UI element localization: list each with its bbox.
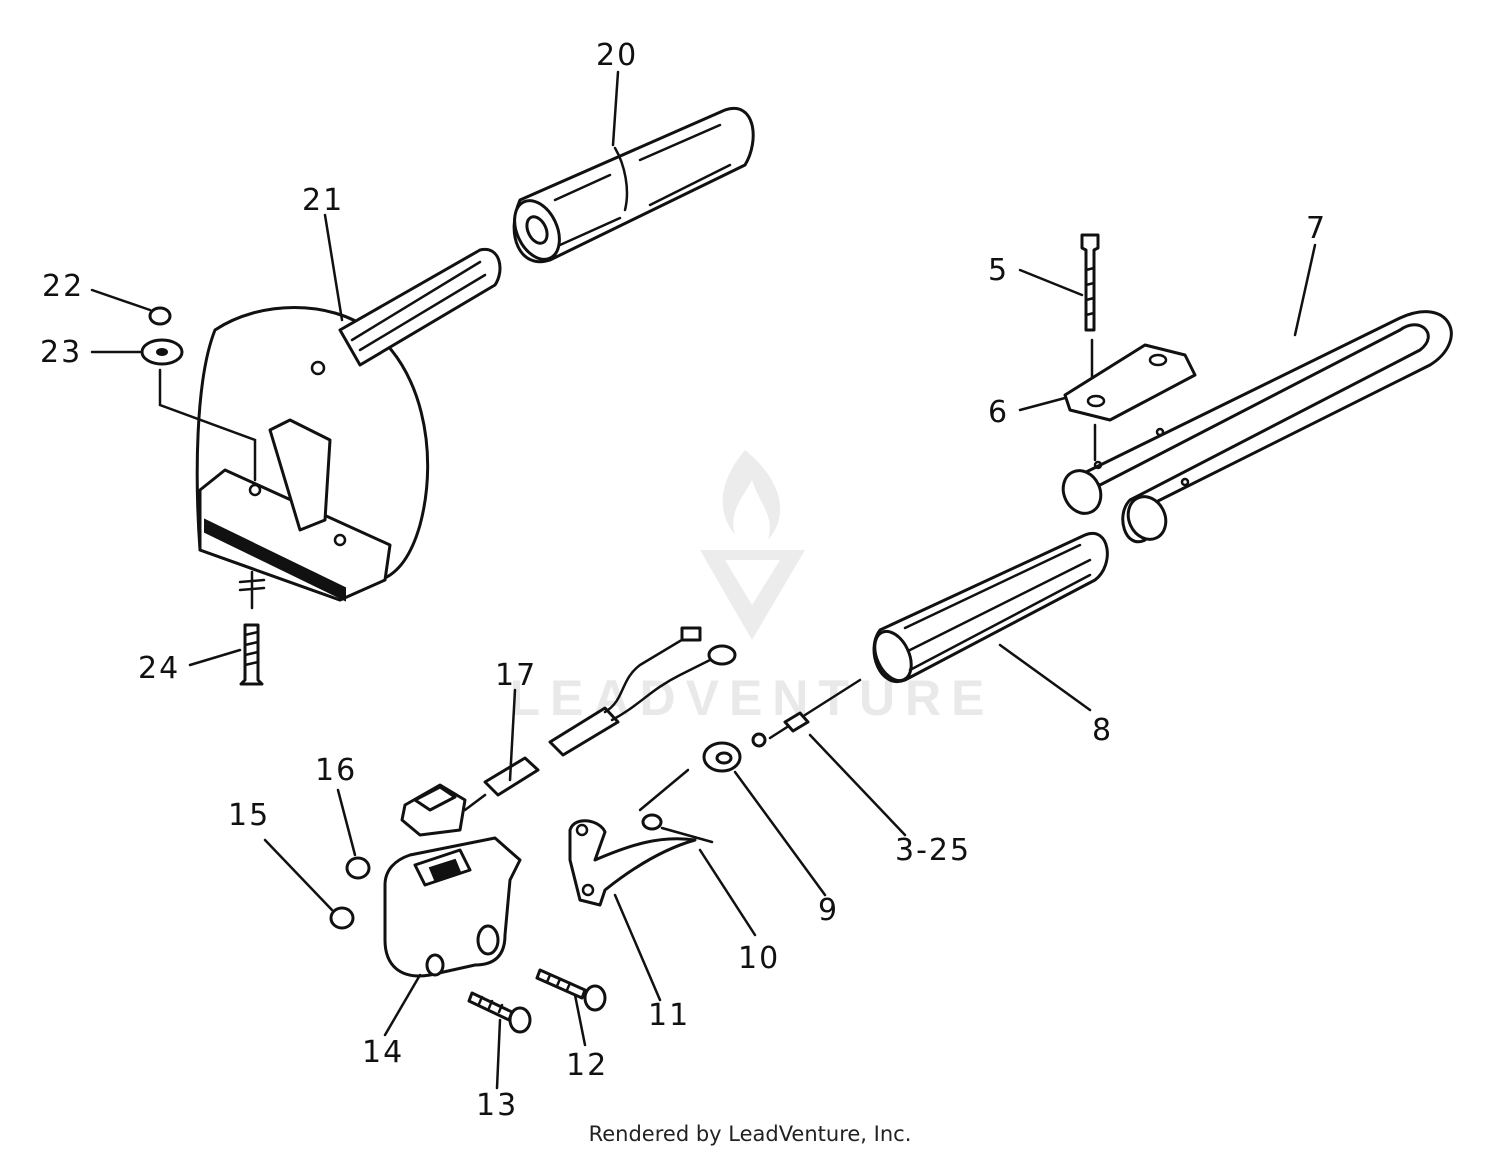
spring-part-10 bbox=[638, 768, 714, 844]
callout-7: 7 bbox=[1306, 211, 1327, 246]
grommet-part-9 bbox=[702, 741, 742, 773]
callout-5: 5 bbox=[988, 253, 1009, 288]
footer-credit: Rendered by LeadVenture, Inc. bbox=[588, 1122, 912, 1146]
callout-16: 16 bbox=[315, 753, 357, 788]
leader-14 bbox=[383, 973, 422, 1037]
foam-grip-part-8 bbox=[872, 531, 1109, 684]
cable-end-part-3-25 bbox=[751, 678, 862, 748]
leader-11 bbox=[613, 893, 662, 1002]
leader-23-ext bbox=[158, 368, 257, 482]
callout-17: 17 bbox=[495, 658, 537, 693]
leader-13 bbox=[495, 1018, 502, 1090]
leader-16 bbox=[336, 788, 357, 857]
callout-12: 12 bbox=[566, 1048, 608, 1083]
clamp-plate-part-6 bbox=[1063, 343, 1197, 422]
callout-8: 8 bbox=[1092, 713, 1113, 748]
callout-9: 9 bbox=[818, 893, 839, 928]
trigger-part-11 bbox=[568, 819, 697, 907]
leader-17 bbox=[508, 688, 517, 782]
leader-3-25 bbox=[808, 733, 907, 837]
switch-wire-part-17 bbox=[400, 626, 737, 837]
callout-22: 22 bbox=[42, 269, 84, 304]
leader-7 bbox=[1293, 243, 1317, 337]
callout-14: 14 bbox=[362, 1035, 404, 1070]
leader-21 bbox=[323, 213, 344, 322]
callouts: 20 21 22 23 24 7 5 6 8 17 3-25 9 10 11 1… bbox=[40, 38, 1327, 1123]
leader-20 bbox=[611, 70, 620, 147]
leader-22 bbox=[90, 288, 152, 312]
leader-9 bbox=[733, 770, 827, 897]
callout-13: 13 bbox=[476, 1088, 518, 1123]
washer-part-23 bbox=[140, 338, 184, 366]
bolt-part-5 bbox=[1080, 233, 1100, 462]
callout-15: 15 bbox=[228, 798, 270, 833]
nut-part-22 bbox=[148, 306, 172, 326]
leader-12 bbox=[573, 993, 587, 1047]
callout-10: 10 bbox=[738, 941, 780, 976]
screw-part-24 bbox=[238, 570, 266, 686]
leader-5 bbox=[1018, 268, 1084, 297]
leader-6 bbox=[1018, 396, 1067, 412]
leader-lines bbox=[90, 70, 1317, 1090]
housing-part-14 bbox=[383, 836, 522, 978]
leader-24 bbox=[188, 648, 242, 667]
callout-21: 21 bbox=[302, 183, 344, 218]
leader-8 bbox=[998, 643, 1092, 712]
callout-24: 24 bbox=[138, 651, 180, 686]
nut-part-16 bbox=[345, 856, 371, 880]
watermark: LEADVENTURE bbox=[509, 450, 994, 726]
leader-10 bbox=[698, 848, 757, 937]
callout-20: 20 bbox=[596, 38, 638, 73]
nut-part-15 bbox=[329, 906, 355, 930]
screw-part-13 bbox=[467, 991, 532, 1034]
watermark-v-icon bbox=[700, 550, 805, 640]
guard-part-21 bbox=[195, 247, 502, 602]
screw-part-12 bbox=[535, 968, 607, 1012]
watermark-flame-icon bbox=[722, 450, 781, 540]
leader-15 bbox=[263, 838, 334, 912]
callout-3-25: 3-25 bbox=[895, 833, 971, 868]
callout-11: 11 bbox=[648, 998, 690, 1033]
watermark-text: LEADVENTURE bbox=[509, 670, 994, 726]
callout-6: 6 bbox=[988, 395, 1009, 430]
grip-part-20 bbox=[512, 106, 755, 264]
callout-23: 23 bbox=[40, 335, 82, 370]
u-handle-part-7 bbox=[1061, 310, 1453, 544]
